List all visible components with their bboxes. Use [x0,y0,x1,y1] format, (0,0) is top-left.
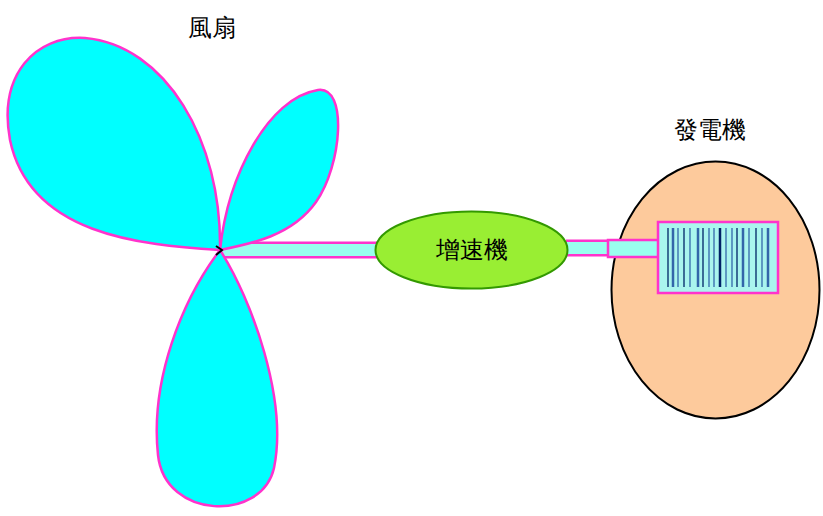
fan-rotor: 風扇 [0,0,222,516]
rotor-winding [677,228,678,287]
rotor-winding [713,228,714,287]
generator-shaft [608,240,660,257]
fan-blades [0,0,360,516]
fan-blade [157,250,277,506]
rotor-winding [742,228,745,287]
drive-shaft [566,248,613,249]
rotor-winding [672,228,675,287]
gearbox-ellipse: 增速機 [374,210,569,290]
rotor-winding [697,228,700,287]
generator-circle: 發電機 [610,160,821,420]
rotor-winding [736,228,737,287]
rotor-winding [767,228,770,287]
rotor-winding [731,228,732,287]
node-label: 增速機 [436,236,508,265]
fan-blade [8,38,220,250]
shaft-core [566,242,613,254]
rotor-winding [748,228,749,287]
generator-casing [612,162,820,419]
rotor-winding [683,228,684,287]
node-label: 發電機 [674,116,746,145]
generator-rotor [658,222,778,293]
rotor-winding [725,228,726,287]
shaft-outline [566,240,613,257]
fan-blade [220,90,338,250]
rotor-winding [689,228,690,287]
rotor-winding [708,228,709,287]
rotor-winding [719,228,722,287]
drive-shaft [219,250,377,251]
gearbox-ellipse-shape [376,212,568,289]
generator-body [610,160,821,420]
rotor-winding [755,228,756,287]
fan-hub [216,246,222,255]
rotor-winding [761,228,762,287]
rotor-winding [702,228,703,287]
rotor-winding [667,228,668,287]
node-label: 風扇 [188,14,236,43]
